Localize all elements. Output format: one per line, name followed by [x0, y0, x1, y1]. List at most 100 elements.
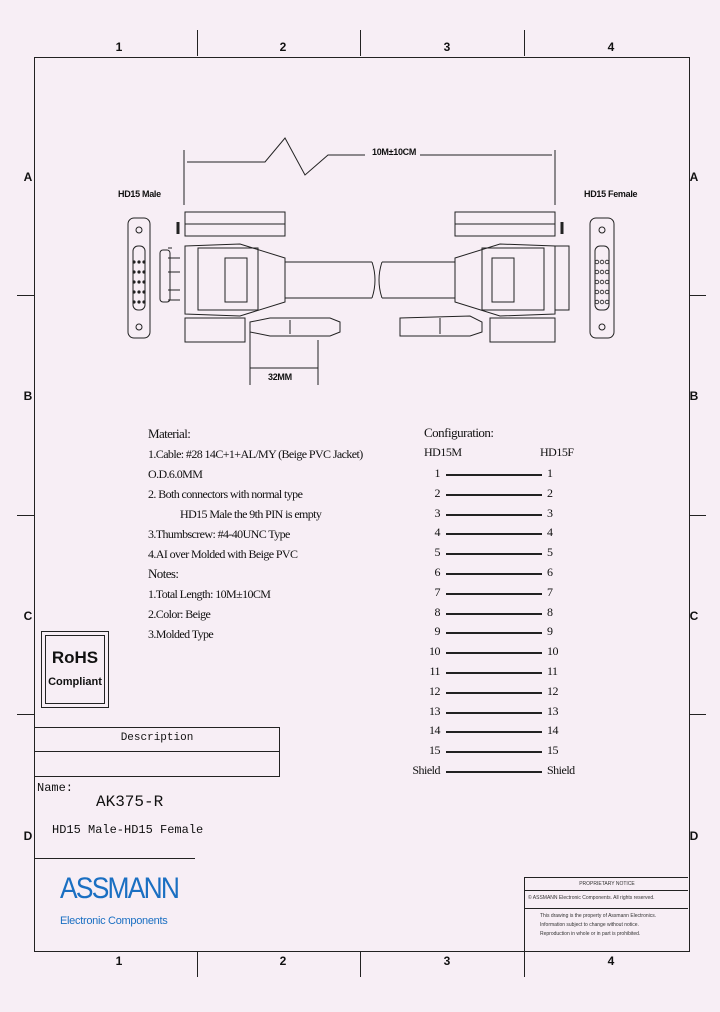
config-right-header: HD15F	[540, 445, 574, 459]
zone-tick	[17, 714, 34, 715]
rohs-title: RoHS	[51, 648, 99, 667]
pin-right: 15	[547, 743, 559, 758]
notice-line: © ASSMANN Electronic Components. All rig…	[528, 895, 655, 901]
left-connector-label: HD15 Male	[118, 189, 161, 199]
pin-right: 2	[547, 485, 553, 500]
pin-left: 3	[434, 505, 441, 520]
zone-tick	[689, 295, 706, 296]
pin-right: 10	[547, 644, 559, 659]
pin-left: 13	[429, 703, 441, 718]
material-line: 3.Thumbscrew: #4-40UNC Type	[148, 527, 290, 541]
row-letter: B	[23, 389, 33, 403]
row-letter: C	[689, 609, 699, 623]
pin-right: Shield	[547, 763, 575, 777]
zone-divider	[197, 30, 198, 56]
name-label: Name:	[37, 781, 74, 795]
pin-row: 13 13	[400, 704, 600, 723]
row-letter: B	[689, 389, 699, 403]
config-left-header: HD15M	[424, 445, 462, 459]
pin-row: 11 11	[400, 664, 600, 683]
pin-left: 11	[429, 664, 440, 678]
pin-right: 1	[547, 466, 553, 480]
zone-tick	[17, 295, 34, 296]
divider	[524, 908, 688, 909]
pin-left: 6	[434, 565, 441, 579]
pin-row: 12 12	[400, 684, 600, 703]
zone-divider	[524, 30, 525, 56]
logo-tagline: Electronic Components	[60, 915, 168, 927]
divider	[524, 877, 688, 878]
notes-heading: Notes:	[148, 566, 179, 581]
rohs-subtitle: Compliant	[48, 676, 102, 688]
note-line: 3.Molded Type	[148, 627, 214, 641]
configuration-heading: Configuration:	[424, 425, 494, 440]
pin-left: 14	[429, 723, 441, 738]
drawing-frame	[34, 57, 690, 952]
notice-title: PROPRIETARY NOTICE	[579, 881, 635, 887]
material-line: 2. Both connectors with normal type	[148, 487, 303, 501]
pin-left: 4	[434, 525, 441, 540]
row-letter: D	[23, 829, 33, 843]
part-number: AK375-R	[96, 793, 164, 811]
pin-left: 8	[434, 604, 441, 619]
pin-right: 12	[547, 683, 559, 698]
pin-wire	[446, 771, 542, 773]
pin-right: 5	[547, 545, 553, 560]
row-letter: D	[689, 829, 699, 843]
part-description: HD15 Male-HD15 Female	[52, 823, 204, 837]
pin-right: 9	[547, 624, 553, 639]
pin-wire	[446, 672, 542, 674]
column-number: 4	[607, 954, 615, 968]
pin-wire	[446, 612, 542, 615]
pin-wire	[446, 731, 542, 734]
pin-left: 9	[434, 624, 441, 639]
pin-left: 5	[434, 545, 441, 560]
divider	[524, 890, 688, 891]
pin-wire	[446, 632, 542, 635]
pin-right: 6	[547, 565, 553, 579]
pin-right: 13	[547, 703, 559, 718]
notice-line: Reproduction in whole or in part is proh…	[540, 931, 641, 937]
note-line: 1.Total Length: 10M±10CM	[148, 587, 271, 601]
pin-right: 3	[547, 505, 553, 520]
pin-left: 12	[429, 683, 441, 698]
assmann-logo: ASSMANN	[60, 872, 180, 905]
pin-wire	[446, 652, 542, 655]
column-number: 1	[115, 954, 123, 968]
pin-wire	[446, 493, 542, 496]
divider	[524, 877, 525, 951]
zone-divider	[197, 951, 198, 977]
pin-wire	[446, 553, 542, 556]
cable-drawing	[127, 137, 615, 385]
zone-tick	[689, 515, 706, 516]
column-number: 4	[607, 40, 615, 54]
column-number: 2	[279, 40, 287, 54]
pin-wire	[446, 474, 542, 476]
notice-line: Information subject to change without no…	[540, 922, 639, 928]
description-box	[35, 727, 280, 777]
right-connector-label: HD15 Female	[584, 189, 638, 199]
column-number: 1	[115, 40, 123, 54]
rohs-badge: RoHS Compliant	[41, 631, 109, 708]
pin-wire	[446, 513, 542, 516]
pin-wire	[446, 711, 542, 714]
pin-right: 11	[547, 664, 558, 678]
pin-left: 7	[434, 584, 441, 599]
row-letter: A	[689, 170, 699, 184]
material-line: 4.AI over Molded with Beige PVC	[148, 547, 298, 561]
zone-divider	[360, 951, 361, 977]
material-line: HD15 Male the 9th PIN is empty	[180, 507, 322, 521]
pin-left: 15	[429, 743, 441, 758]
zone-divider	[360, 30, 361, 56]
pin-wire	[446, 691, 542, 694]
notice-line: This drawing is the property of Assmann …	[540, 913, 657, 919]
column-number: 3	[443, 40, 451, 54]
row-letter: C	[23, 609, 33, 623]
